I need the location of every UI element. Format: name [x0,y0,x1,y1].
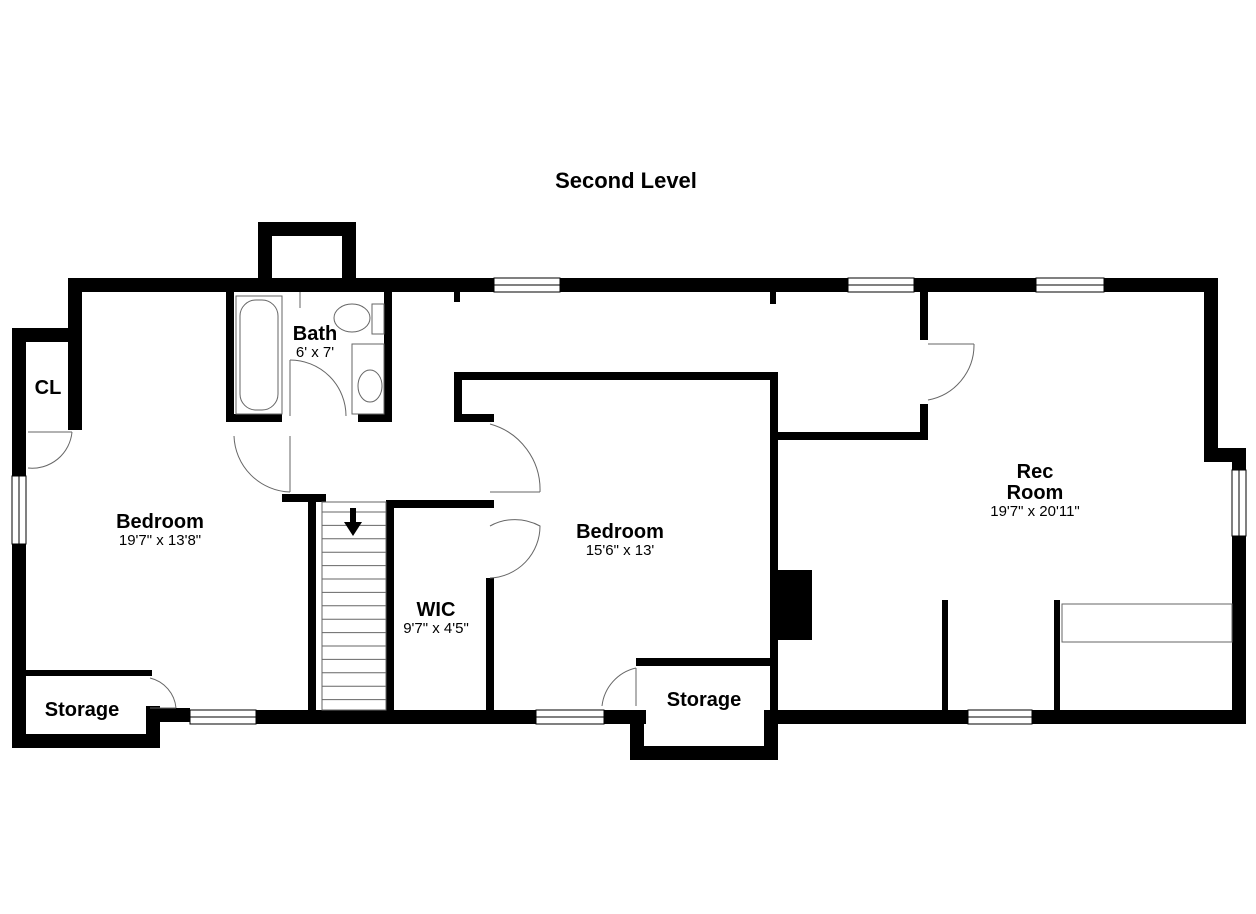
wall [454,292,460,302]
room-dimensions: 19'7" x 13'8" [118,532,202,549]
wall [770,292,776,304]
walls [12,222,1246,760]
room-label-closet: CL [35,378,62,399]
door-wic [489,519,541,579]
toilet-tank [371,303,385,335]
room-label-wic: WIC 9'7" x 4'5" [403,600,469,637]
wall [770,372,778,710]
wall [384,292,392,422]
wall [12,328,82,342]
room-dimensions: 15'6" x 13' [585,542,655,559]
room-name-line1: Rec [1016,461,1054,483]
wall [636,658,770,666]
toilet-bowl [333,303,371,333]
room-name: Bedroom [116,511,204,533]
built-in-unit [1061,603,1233,643]
doors [27,343,975,709]
wall [68,278,82,430]
wall [1204,278,1218,462]
room-label-storage-center: Storage [667,690,741,711]
wall [386,500,494,508]
room-name: WIC [416,599,456,621]
door-storage-center [601,667,637,707]
wall [942,600,948,710]
room-dimensions: 9'7" x 4'5" [403,620,469,637]
bath-fixtures [235,292,385,415]
wall [454,372,462,422]
sink-basin [357,369,383,403]
sink-vanity [351,343,385,415]
wall [68,420,82,430]
wall [1054,600,1060,710]
room-name: Storage [666,689,742,711]
room-name: Storage [44,699,120,721]
wall [778,432,928,440]
wall [454,372,778,380]
bathtub [235,295,283,415]
door-storage-west [149,677,177,709]
room-name: Bedroom [576,521,664,543]
room-dimensions: 6' x 7' [295,344,335,361]
windows [11,277,1247,725]
wall [486,578,494,710]
door-bedroom-center [489,423,541,493]
wall [282,494,326,502]
room-name: CL [34,377,62,399]
wall [386,500,394,710]
room-name: Bath [292,323,338,345]
wall [920,292,928,340]
arrow-down-icon [344,508,362,536]
wall [308,494,316,710]
room-label-bedroom-west: Bedroom 19'7" x 13'8" [116,512,204,549]
wall [12,734,160,748]
wall [258,222,272,292]
door-bath [289,359,347,417]
door-closet [27,431,73,469]
room-label-bath: Bath 6' x 7' [293,324,337,361]
room-dimensions: 19'7" x 20'11" [990,503,1080,520]
wall [764,710,974,724]
room-label-bedroom-center: Bedroom 15'6" x 13' [576,522,664,559]
wall [226,414,282,422]
room-name-line2: Room [1006,482,1064,504]
wall [454,414,494,422]
wall [26,670,152,676]
wall [1032,710,1232,724]
wall [342,222,356,292]
plan-title: Second Level [555,168,697,193]
door-hall [233,435,291,493]
wall [258,222,356,236]
wall [630,746,778,760]
room-label-rec-room: Rec Room 19'7" x 20'11" [990,462,1080,520]
wall [920,404,928,440]
door-rec-room [927,343,975,401]
wall [226,292,234,422]
room-label-storage-west: Storage [45,700,119,721]
wall [146,708,190,722]
wall [358,414,392,422]
fireplace [778,570,812,640]
